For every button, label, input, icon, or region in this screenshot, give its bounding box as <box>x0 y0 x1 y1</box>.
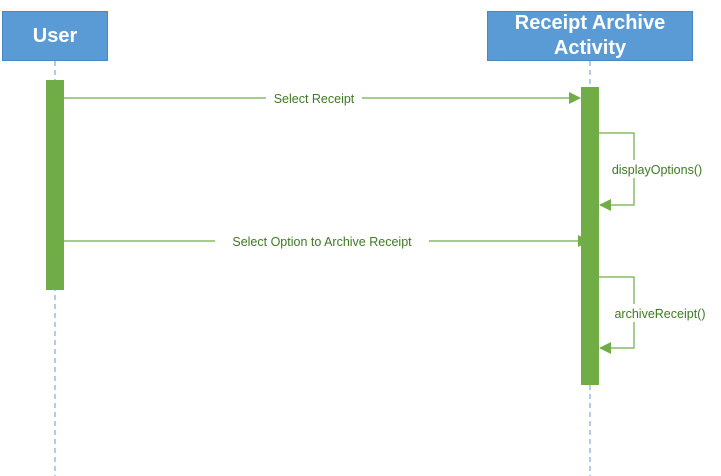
message-label-display-options: displayOptions() <box>612 163 702 177</box>
message-label-archive-receipt: archiveReceipt() <box>614 307 705 321</box>
message-label-bg <box>604 304 716 322</box>
participant-user-label: User <box>32 24 78 47</box>
participant-receipt-archive-activity: Receipt Archive Activity <box>487 11 693 61</box>
activation-bar-archive <box>581 87 599 385</box>
activation-bar-user <box>46 80 64 290</box>
message-label-bg <box>266 89 362 107</box>
message-label-select-receipt: Select Receipt <box>274 92 355 106</box>
participant-user: User <box>2 11 108 61</box>
message-label-bg <box>215 232 429 250</box>
message-label-select-option: Select Option to Archive Receipt <box>232 235 412 249</box>
message-label-bg <box>603 160 713 178</box>
participant-archive-label: Receipt Archive Activity <box>514 12 666 59</box>
